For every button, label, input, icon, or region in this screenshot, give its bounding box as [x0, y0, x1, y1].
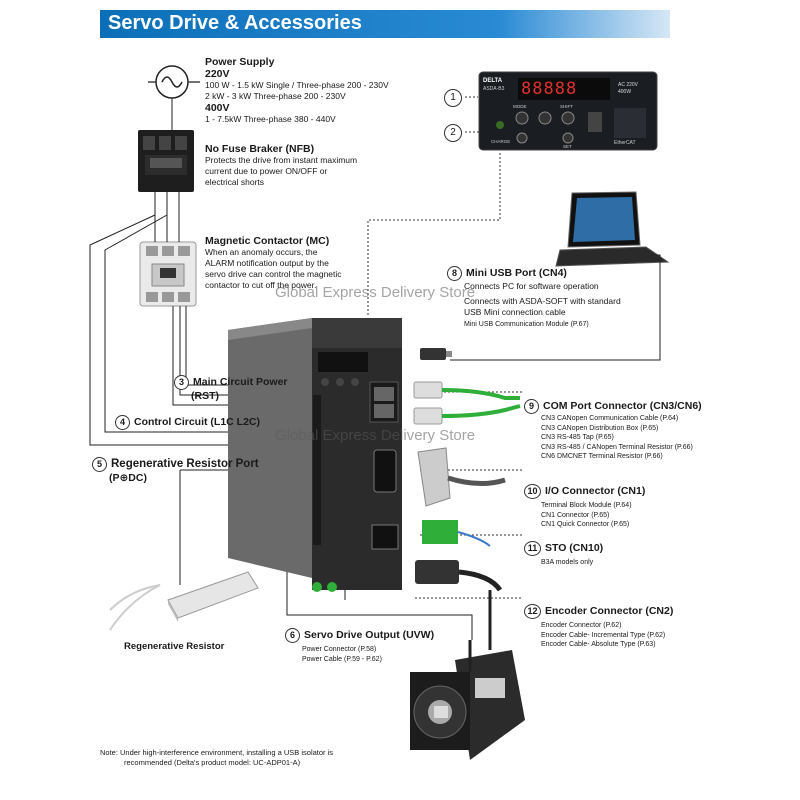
power-supply-220v: 220V: [205, 68, 230, 80]
item-6-block: 6 Servo Drive Output (UVW) Power Connecto…: [285, 628, 434, 664]
item-9-line3: CN3 RS-485 Tap (P.65): [541, 434, 614, 441]
item-3-block: 3 Main Circuit Power (RST): [174, 375, 288, 402]
usb-cable-icon: [420, 348, 452, 360]
nfb-desc3: electrical shorts: [205, 177, 265, 187]
item-9-number: 9: [524, 399, 539, 414]
rj45-connector-icon: [413, 381, 521, 425]
item-6-line2: Power Cable (P.59 - P.62): [302, 655, 382, 663]
note-line1: Note: Under high-interference environmen…: [100, 748, 334, 757]
item-8-number: 8: [447, 266, 462, 281]
laptop-icon: [450, 191, 670, 361]
item-10-line2: CN1 Connector (P.65): [541, 511, 610, 519]
power-supply-line1: 100 W - 1.5 kW Single / Three-phase 200 …: [205, 80, 389, 90]
item-5-number: 5: [92, 457, 107, 472]
item-10-line1: Terminal Block Module (P.64): [541, 502, 632, 509]
mc-block: Magnetic Contactor (MC) When an anomaly …: [205, 235, 342, 291]
note-block: Note: Under high-interference environmen…: [100, 748, 333, 767]
terminal-block-icon: [422, 520, 491, 547]
item-10-line3: CN1 Quick Connector (P.65): [541, 521, 630, 528]
item-6-label: Servo Drive Output (UVW): [304, 629, 435, 641]
mc-desc2: ALARM notification output by the: [205, 258, 329, 268]
power-supply-heading: Power Supply: [205, 56, 275, 68]
contactor-icon: [139, 241, 197, 307]
item-12-line3: Encoder Cable- Absolute Type (P.63): [541, 641, 656, 648]
item-4-label: Control Circuit (L1C L2C): [134, 416, 260, 428]
item-12-block: 12 Encoder Connector (CN2) Encoder Connec…: [524, 604, 673, 650]
item-12-label: Encoder Connector (CN2): [545, 605, 674, 617]
item-9-line5: CN6 DMCNET Terminal Resistor (P.66): [541, 453, 663, 460]
regen-resistor-icon: [109, 571, 259, 631]
item-12-line1: Encoder Connector (P.62): [541, 622, 622, 629]
keypad-ac: AC 220V: [618, 82, 639, 88]
item-4-block: 4 Control Circuit (L1C L2C): [115, 415, 260, 430]
power-supply-line2: 2 kW - 3 kW Three-phase 200 - 230V: [205, 91, 346, 101]
keypad-display: 88888: [521, 79, 578, 99]
item-12-number: 12: [524, 604, 541, 619]
nfb-desc1: Protects the drive from instant maximum: [205, 155, 358, 165]
keypad-ethercat: EtherCAT: [614, 140, 636, 146]
item-11-number: 11: [524, 541, 541, 556]
item-10-block: 10 I/O Connector (CN1) Terminal Block Mod…: [524, 484, 645, 530]
encoder-connector-icon: [415, 560, 503, 650]
servo-drive: [228, 318, 402, 592]
item-9-line4: CN3 RS-485 / CANopen Terminal Resistor (…: [541, 443, 693, 451]
item-8-line1: Connects PC for software operation: [464, 281, 599, 291]
power-supply-block: Power Supply 220V 100 W - 1.5 kW Single …: [205, 56, 389, 125]
keypad-panel: [478, 71, 658, 151]
item-8-line3: USB Mini connection cable: [464, 307, 566, 317]
dsub-connector-icon: [417, 447, 506, 507]
servo-motor-icon: [410, 640, 525, 760]
item-12-line2: Encoder Cable- Incremental Type (P.62): [541, 631, 666, 639]
item-3-number: 3: [174, 375, 189, 390]
mc-desc3: servo drive can control the magnetic: [205, 269, 342, 279]
item-9-label: COM Port Connector (CN3/CN6): [543, 400, 702, 412]
item-6-number: 6: [285, 628, 300, 643]
item-8-line2: Connects with ASDA-SOFT with standard: [464, 296, 621, 306]
mc-desc1: When an anomaly occurs, the: [205, 247, 318, 257]
item-8-line4: Mini USB Communication Module (P.67): [464, 321, 589, 328]
item-9-line1: CN3 CANopen Communication Cable (P.64): [541, 415, 679, 422]
regen-resistor-label: Regenerative Resistor: [124, 641, 225, 652]
item-5-sub: (P⊕DC): [109, 472, 147, 484]
title-bar: Servo Drive & Accessories: [100, 10, 670, 38]
watermark-top: Global Express Delivery Store: [275, 284, 476, 301]
mc-desc4: contactor to cut off the power.: [205, 280, 317, 290]
keypad-charge: CHARGE: [491, 139, 511, 144]
item-8-label: Mini USB Port (CN4): [466, 267, 567, 279]
keypad-model: ASDA-B3: [483, 86, 505, 92]
keypad-mode: MODE: [513, 104, 527, 109]
item-11-block: 11 STO (CN10) B3A models only: [524, 541, 603, 568]
keypad-power: 400W: [618, 89, 632, 95]
nfb-heading: No Fuse Braker (NFB): [205, 143, 315, 155]
item-8-block: 8 Mini USB Port (CN4) Connects PC for sof…: [447, 266, 621, 330]
item-11-label: STO (CN10): [545, 542, 604, 554]
item-5-block: 5 Regenerative Resistor Port (P⊕DC): [92, 457, 259, 484]
nfb-desc2: current due to power ON/OFF or: [205, 166, 328, 176]
item-3-label: Main Circuit Power: [193, 376, 288, 388]
keypad-shift: SHIFT: [560, 104, 573, 109]
watermark-middle: Global Express Delivery Store: [275, 427, 476, 444]
power-supply-400v: 400V: [205, 102, 230, 114]
item-10-number: 10: [524, 484, 541, 499]
note-line2: recommended (Delta's product model: UC-A…: [124, 757, 301, 767]
keypad-brand: DELTA: [483, 78, 503, 84]
page-title: Servo Drive & Accessories: [108, 12, 362, 34]
breaker-icon: [138, 130, 194, 192]
item-5-label: Regenerative Resistor Port: [111, 458, 259, 470]
item-11-line1: B3A models only: [541, 559, 594, 566]
item-10-label: I/O Connector (CN1): [545, 485, 646, 497]
ac-source-icon: [148, 65, 200, 130]
item-9-line2: CN3 CANopen Distribution Box (P.65): [541, 424, 659, 432]
item-4-number: 4: [115, 415, 130, 430]
callout-1: 1: [444, 89, 462, 107]
item-3-sub: (RST): [191, 390, 219, 402]
power-supply-line3: 1 - 7.5kW Three-phase 380 - 440V: [205, 114, 336, 124]
nfb-block: No Fuse Braker (NFB) Protects the drive …: [205, 143, 357, 188]
keypad-set: SET: [563, 144, 572, 149]
callout-2: 2: [444, 124, 462, 142]
mc-heading: Magnetic Contactor (MC): [205, 235, 330, 247]
item-9-block: 9 COM Port Connector (CN3/CN6) CN3 CANope…: [524, 399, 702, 462]
item-6-line1: Power Connector (P.58): [302, 646, 377, 653]
